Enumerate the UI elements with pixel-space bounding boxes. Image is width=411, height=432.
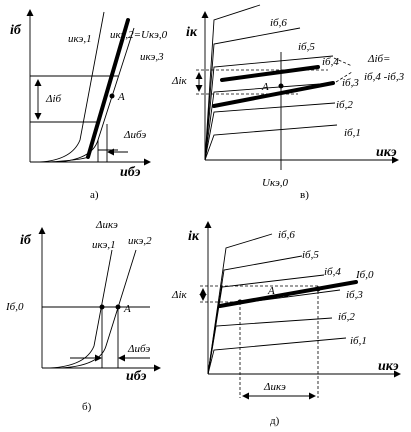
panel-v-x-label: uкэ [376,145,397,160]
panel-v-x-mark: Uкэ,0 [262,177,289,189]
panel-d-point-right [315,286,321,292]
panel-b-y-mark: Iб,0 [5,301,24,313]
panel-a-caption: а) [90,189,99,201]
panel-d-point-a-label: A [267,285,275,297]
panel-v-delta-i-label: Δiк [171,75,188,87]
panel-a-curve-2-tail [47,156,89,163]
panel-v-y-label: iк [186,25,198,40]
panel-b-curve-2-label: uкэ,2 [128,235,152,247]
panel-v-delta-ib-expr: iб,4 -iб,3 [364,71,405,83]
panel-d-delta-u-label: Δuкэ [263,381,286,393]
panel-v-curve-5-label: iб,5 [298,41,315,53]
panel-a-curve-1 [39,11,105,163]
panel-a-point-a [109,93,115,99]
panel-b-curve-1 [49,249,113,369]
panel-v-delta-ib-brace [333,57,353,83]
panel-d-curve-1-label: iб,1 [350,335,367,347]
panel-v-caption: в) [300,189,309,201]
panel-v-thick-upper [220,65,320,82]
panel-d-delta-i-label: Δiк [171,289,188,301]
panel-a: iб uбэ uкэ,1 uкэ,2=Uкэ,0 uкэ,3 Δiб A Δuб… [10,9,168,201]
panel-a-point-a-label: A [117,91,125,103]
panel-d-curve-6-label: iб,6 [278,229,295,241]
panel-v: iк uкэ iб,6 iб,5 iб,4 iб,3 iб,2 iб,1 Δiк… [171,4,405,201]
panel-a-delta-u-label: Δuбэ [123,129,146,141]
panel-v-curve-6-label: iб,6 [270,17,287,29]
panel-b-point-a [115,304,121,310]
panel-v-curve-1 [204,124,338,161]
panel-v-curve-4-label: iб,4 [322,56,339,68]
panel-v-curve-4 [204,55,334,161]
panel-a-curve-2-thick [86,18,130,159]
panel-d-curve-2 [207,317,333,375]
panel-v-thick-lower [212,81,335,108]
panel-d-y-label: iк [188,229,200,244]
panel-v-curve-3-label: iб,3 [342,77,359,89]
panel-v-curve-3 [204,82,334,161]
panel-d-curve-1 [207,337,347,375]
panel-b-x-label: uбэ [126,369,147,384]
panel-d-x-label: uкэ [378,359,399,374]
panel-a-x-label: uбэ [120,165,141,180]
panel-a-delta-i-label: Δiб [45,93,62,105]
panel-b-point-1 [99,304,105,310]
panel-v-point-a [278,83,284,89]
panel-a-y-label: iб [10,23,22,38]
panel-d-point-a [283,292,289,298]
panel-v-curve-5 [204,27,301,161]
panel-b-point-a-label: A [123,303,131,315]
panel-d-curve-3-label: iб,3 [346,289,363,301]
panel-b-delta-u-top: Δuкэ [95,219,118,231]
panel-d-caption: д) [270,415,280,427]
panel-v-curve-2 [204,102,336,161]
panel-b-caption: б) [82,401,92,413]
panel-d-point-left [237,299,243,305]
panel-b-y-label: iб [20,233,32,248]
panel-v-curve-6 [204,4,261,161]
panel-d: iк uкэ iб,6 iб,5 iб,4 Iб,0 iб,3 iб,2 iб,… [171,221,401,427]
panel-v-point-a-label: A [261,81,269,93]
panel-a-curve-2-label: uкэ,2=Uкэ,0 [110,29,168,41]
panel-a-curve-1-label: uкэ,1 [68,33,92,45]
panel-v-delta-ib-label: Δiб= [367,53,390,65]
panel-d-ib0-label: Iб,0 [355,269,374,281]
panel-v-curve-1-label: iб,1 [344,127,361,139]
panel-d-curve-2-label: iб,2 [338,311,355,323]
panel-d-curve-5-label: iб,5 [302,249,319,261]
panel-d-curve-4-label: iб,4 [324,266,341,278]
panel-b-curve-1-label: uкэ,1 [92,239,116,251]
panel-a-curve-3-label: uкэ,3 [140,51,164,63]
panel-v-curve-2-label: iб,2 [336,99,353,111]
panel-b-delta-u-label: Δuбэ [127,343,150,355]
panel-b: iб uбэ Δuкэ uкэ,1 uкэ,2 Iб,0 A Δuбэ б) [5,219,161,413]
panel-b-curve-2 [59,249,137,369]
